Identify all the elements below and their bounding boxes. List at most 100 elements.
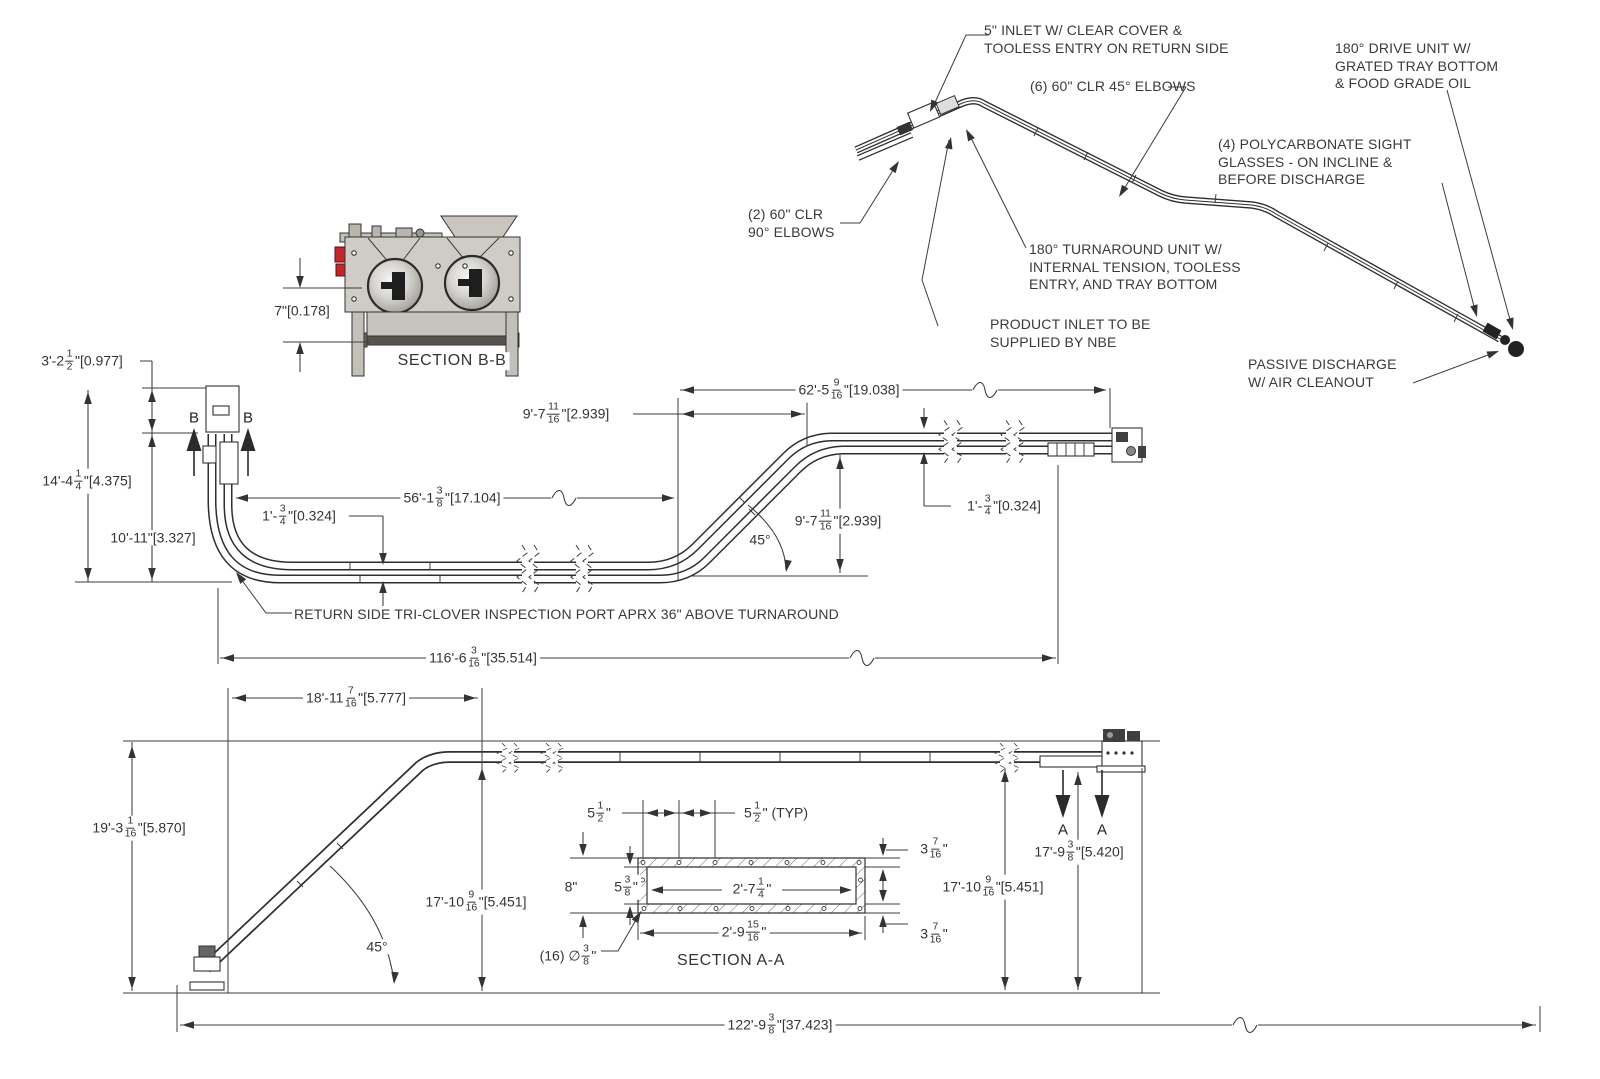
leader-product-inlet [921, 139, 950, 327]
callout-drive-unit: 180° DRIVE UNIT W/ GRATED TRAY BOTTOM & … [1335, 40, 1499, 91]
section-aa-label: SECTION A-A [674, 952, 788, 970]
dim-part: "[4.375] [83, 472, 132, 489]
dim-part: " [942, 840, 948, 857]
dim-part: 8" [564, 878, 578, 895]
leader-inlet5 [931, 34, 989, 110]
dim-part: 1'- [262, 507, 278, 524]
leader-sight [1441, 182, 1477, 315]
callout-product-inlet: PRODUCT INLET TO BE SUPPLIED BY NBE [990, 316, 1151, 350]
dim-part: 3 [920, 840, 929, 857]
dim-part: " (TYP) [762, 804, 809, 821]
dim-part: 3 [920, 925, 929, 942]
dim-part: 5 [614, 878, 622, 895]
dim-7-inch: 7"[0.178] [271, 302, 333, 319]
dim-part: "[5.777] [358, 689, 406, 706]
isometric-view [840, 34, 1524, 384]
dim-part: "[19.038] [843, 381, 900, 398]
dim-part: 2'-9 [721, 923, 745, 940]
dim-part: 3'-2 [41, 352, 65, 369]
dim-part: 116'-6 [429, 649, 467, 666]
cut-label-b2: B [242, 409, 254, 427]
cut-label-a2: A [1096, 821, 1108, 839]
dim-part: 45° [749, 531, 771, 548]
dim-part: " [605, 804, 611, 821]
dim-angle-bottom: 45° [363, 938, 391, 955]
dim-part: 5 [743, 804, 752, 821]
dim-part: 14'-4 [42, 472, 74, 489]
section-aa-title: SECTION A-A [677, 952, 785, 970]
dim-part: 5 [587, 804, 595, 821]
dim-part: 2'-7 [732, 880, 756, 897]
callout-passive-discharge: PASSIVE DISCHARGE W/ AIR CLEANOUT [1248, 356, 1397, 390]
dim-part: "[35.514] [481, 649, 537, 666]
dim-part: 17'-9 [1034, 843, 1066, 860]
dim-part: 17'-10 [425, 893, 464, 910]
leader-drive [1446, 89, 1513, 328]
dim-part: "[17.104] [444, 489, 501, 506]
leader-tri-clover [237, 574, 292, 614]
callout-sight-glasses: (4) POLYCARBONATE SIGHT GLASSES - ON INC… [1218, 136, 1412, 187]
dim-aa-8: 8" [561, 878, 581, 895]
leg-left [351, 311, 365, 377]
dim-part: "[5.870] [137, 819, 186, 836]
dim-part: "[2.939] [833, 512, 882, 529]
dim-part: 62'-5 [798, 381, 830, 398]
leader-turnaround [967, 131, 1027, 249]
dim-part: "[0.324] [288, 507, 336, 524]
dim-part: (16) ∅ [539, 947, 581, 964]
dim-part: "[5.420] [1075, 843, 1124, 860]
dim-part: " [766, 880, 772, 897]
dim-part: "[37.423] [776, 1016, 833, 1033]
callout-inlet: 5" INLET W/ CLEAR COVER & TOOLESS ENTRY … [984, 22, 1229, 56]
dim-part: 17'-10 [942, 878, 981, 895]
middle-elevation-view [75, 360, 1536, 1026]
dim-part: " [942, 925, 948, 942]
cut-label-b1: B [188, 409, 200, 427]
leader-elbows45 [1120, 86, 1187, 195]
leader-passive [1412, 351, 1497, 384]
dim-part: 45° [366, 938, 388, 955]
dim-10-11: 10'-11"[3.327] [107, 529, 199, 546]
dim-part: 1'- [967, 497, 983, 514]
callout-90-elbows: (2) 60" CLR 90° ELBOWS [748, 206, 835, 240]
dim-part: 19'-3 [92, 819, 124, 836]
